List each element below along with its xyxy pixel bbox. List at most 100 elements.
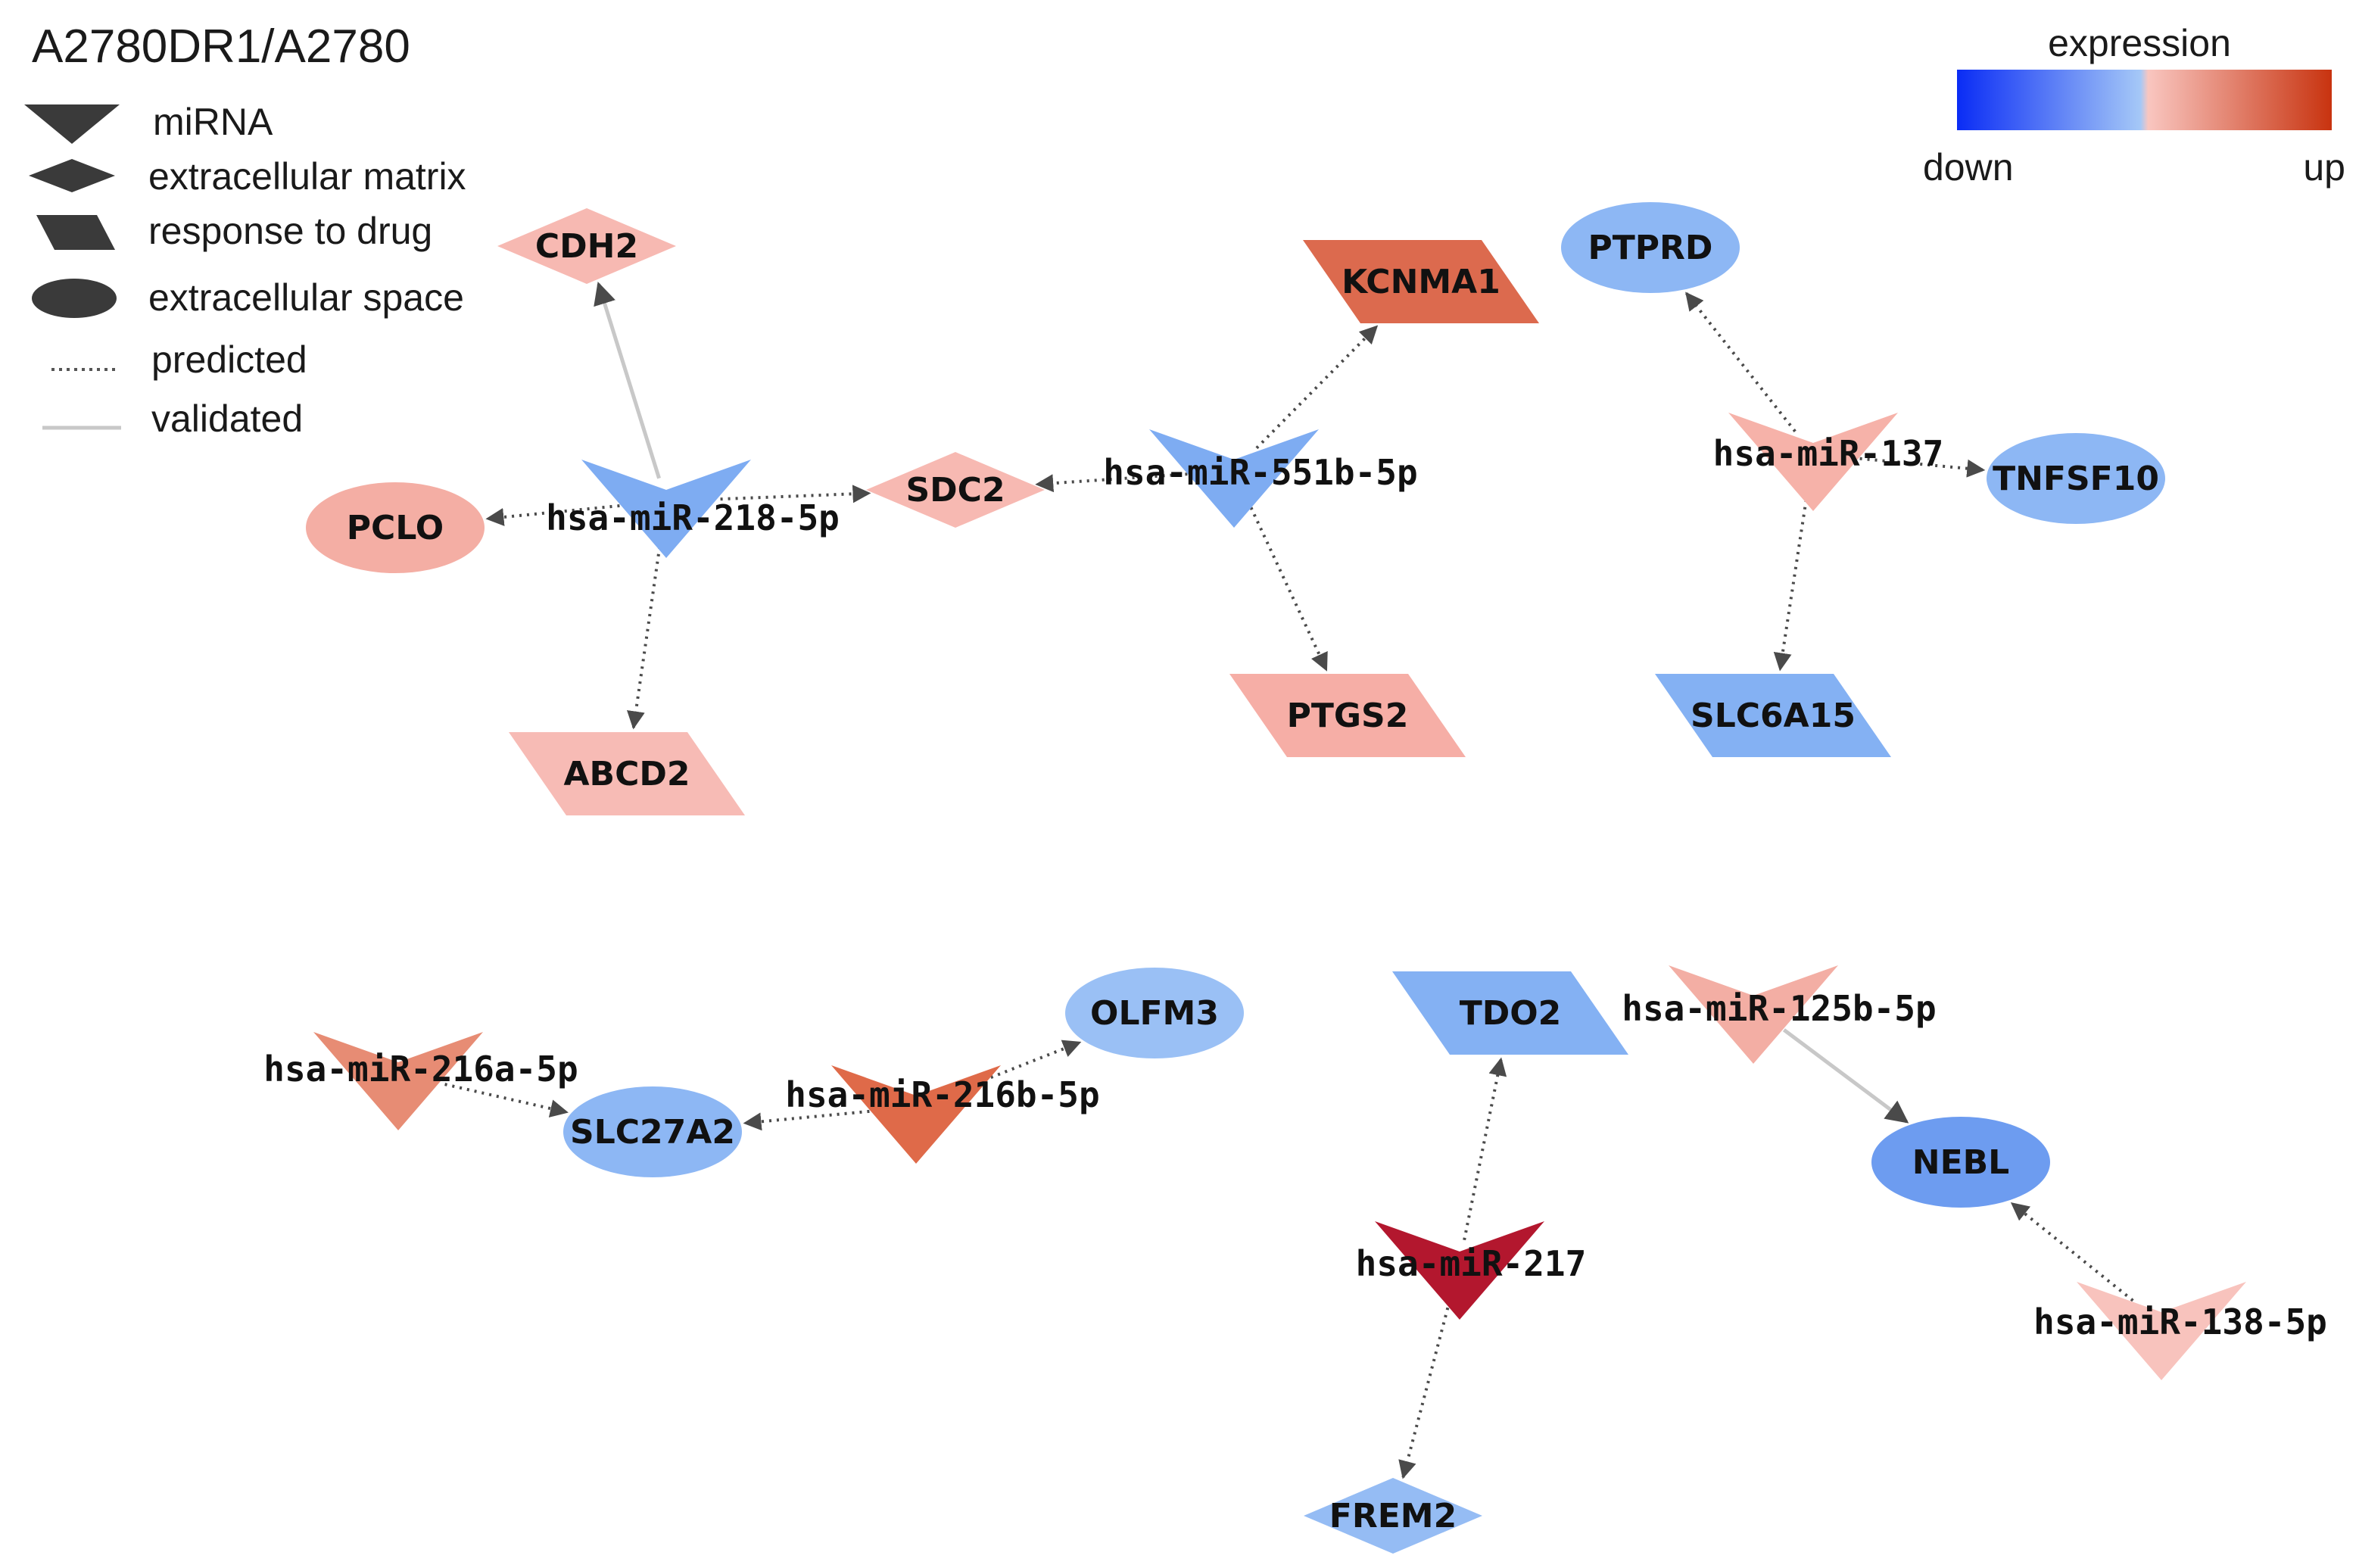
node-label: hsa-miR-217 — [1356, 1243, 1587, 1284]
node-shape-parallelogram — [1229, 674, 1466, 757]
node-label: CDH2 — [535, 227, 638, 266]
colorbar: expression down up — [1923, 22, 2345, 189]
node-shape-ellipse — [1065, 968, 1244, 1058]
node-nebl[interactable]: NEBL — [1871, 1117, 2050, 1208]
node-sdc2[interactable]: SDC2 — [866, 452, 1045, 528]
node-shape-diamond — [866, 452, 1045, 528]
node-ptgs2[interactable]: PTGS2 — [1229, 674, 1466, 757]
edge-hsa-mir-137-to-ptprd — [1685, 291, 1797, 432]
legend-diamond-label: extracellular matrix — [148, 155, 466, 198]
node-shape-mirna — [1375, 1221, 1544, 1320]
node-slc27a2[interactable]: SLC27A2 — [563, 1086, 742, 1177]
node-label: TNFSF10 — [1993, 460, 2159, 498]
edge-hsa-mir-218-5p-to-abcd2 — [627, 523, 665, 730]
node-tdo2[interactable]: TDO2 — [1392, 971, 1628, 1055]
node-label: hsa-miR-216a-5p — [263, 1049, 578, 1089]
node-shape-mirna — [831, 1065, 1001, 1164]
node-label: NEBL — [1912, 1143, 2009, 1182]
node-label: hsa-miR-218-5p — [546, 497, 840, 538]
node-shape-ellipse — [1561, 202, 1740, 293]
node-label: ABCD2 — [563, 755, 690, 793]
edge-hsa-mir-125b-5p-to-nebl — [1782, 1028, 1909, 1124]
edge-hsa-mir-217-to-tdo2 — [1463, 1057, 1507, 1241]
node-hsa-mir-138-5p[interactable]: hsa-miR-138-5p — [2033, 1282, 2327, 1380]
node-tnfsf10[interactable]: TNFSF10 — [1987, 433, 2165, 524]
node-label: FREM2 — [1329, 1497, 1457, 1535]
edge-hsa-mir-216b-5p-to-slc27a2 — [743, 1109, 870, 1131]
node-pclo[interactable]: PCLO — [306, 482, 485, 573]
node-shape-mirna — [1728, 413, 1898, 511]
node-hsa-mir-125b-5p[interactable]: hsa-miR-125b-5p — [1622, 965, 1937, 1064]
node-shape-mirna — [1669, 965, 1838, 1064]
node-shape-mirna — [2077, 1282, 2246, 1380]
node-label: hsa-miR-137 — [1713, 433, 1944, 474]
colorbar-high-label: up — [2303, 146, 2345, 189]
node-shape-mirna — [581, 460, 751, 558]
node-shape-mirna — [1149, 429, 1319, 528]
node-label: hsa-miR-216b-5p — [785, 1074, 1099, 1115]
node-hsa-mir-137[interactable]: hsa-miR-137 — [1713, 413, 1944, 511]
legend-validated-label: validated — [151, 397, 303, 440]
legend-parallelogram-label: response to drug — [148, 210, 432, 252]
node-abcd2[interactable]: ABCD2 — [509, 732, 745, 815]
node-label: PTPRD — [1588, 229, 1713, 267]
node-hsa-mir-551b-5p[interactable]: hsa-miR-551b-5p — [1103, 429, 1418, 528]
node-shape-ellipse — [1871, 1117, 2050, 1208]
legend-mirna-label: miRNA — [153, 101, 273, 143]
legend-predicted-label: predicted — [151, 338, 307, 381]
node-hsa-mir-216a-5p[interactable]: hsa-miR-216a-5p — [263, 1032, 578, 1130]
node-ptprd[interactable]: PTPRD — [1561, 202, 1740, 293]
node-shape-parallelogram — [1303, 240, 1539, 323]
node-label: PCLO — [347, 509, 444, 547]
edge-hsa-mir-551b-5p-to-kcnma1 — [1255, 325, 1379, 450]
colorbar-low-label: down — [1923, 146, 2014, 189]
edge-hsa-mir-137-to-slc6a15 — [1773, 476, 1812, 672]
node-shape-mirna — [313, 1032, 483, 1130]
node-label: hsa-miR-551b-5p — [1103, 452, 1417, 493]
node-cdh2[interactable]: CDH2 — [497, 208, 676, 284]
node-hsa-mir-218-5p[interactable]: hsa-miR-218-5p — [546, 460, 840, 558]
node-shape-ellipse — [1987, 433, 2165, 524]
node-shape-diamond — [1304, 1478, 1482, 1554]
node-slc6a15[interactable]: SLC6A15 — [1655, 674, 1891, 757]
node-frem2[interactable]: FREM2 — [1304, 1478, 1482, 1554]
node-shape-ellipse — [563, 1086, 742, 1177]
node-shape-diamond — [497, 208, 676, 284]
node-shape-ellipse — [306, 482, 485, 573]
legend-diamond-icon — [29, 159, 115, 192]
node-label: hsa-miR-138-5p — [2033, 1301, 2327, 1342]
edge-hsa-mir-138-5p-to-nebl — [2010, 1202, 2134, 1302]
node-hsa-mir-216b-5p[interactable]: hsa-miR-216b-5p — [785, 1065, 1100, 1164]
edge-hsa-mir-217-to-frem2 — [1398, 1285, 1455, 1479]
node-kcnma1[interactable]: KCNMA1 — [1303, 240, 1539, 323]
legend: miRNA extracellular matrix response to d… — [24, 101, 466, 440]
legend-ellipse-icon — [32, 279, 117, 318]
edge-hsa-mir-216a-5p-to-slc27a2 — [444, 1083, 569, 1118]
edge-hsa-mir-218-5p-to-cdh2 — [594, 282, 661, 479]
edge-hsa-mir-137-to-tnfsf10 — [1859, 457, 1986, 478]
edge-hsa-mir-218-5p-to-sdc2 — [712, 485, 871, 503]
legend-ellipse-label: extracellular space — [148, 276, 464, 319]
node-label: hsa-miR-125b-5p — [1622, 988, 1936, 1029]
node-label: SLC6A15 — [1691, 697, 1856, 735]
node-label: SDC2 — [905, 471, 1005, 510]
node-olfm3[interactable]: OLFM3 — [1065, 968, 1244, 1058]
node-label: TDO2 — [1460, 994, 1562, 1033]
node-label: SLC27A2 — [570, 1113, 735, 1152]
node-shape-parallelogram — [1655, 674, 1891, 757]
edge-hsa-mir-551b-5p-to-ptgs2 — [1243, 493, 1328, 672]
node-label: KCNMA1 — [1342, 263, 1500, 301]
diagram-title: A2780DR1/A2780 — [32, 20, 410, 73]
colorbar-title: expression — [2048, 22, 2231, 64]
legend-mirna-icon — [24, 104, 120, 144]
legend-parallelogram-icon — [36, 215, 115, 250]
node-shape-parallelogram — [1392, 971, 1628, 1055]
node-hsa-mir-217[interactable]: hsa-miR-217 — [1356, 1221, 1587, 1320]
colorbar-gradient — [1957, 70, 2332, 130]
node-label: OLFM3 — [1090, 994, 1219, 1033]
node-label: PTGS2 — [1287, 697, 1409, 735]
node-shape-parallelogram — [509, 732, 745, 815]
edges-layer — [444, 282, 2134, 1479]
